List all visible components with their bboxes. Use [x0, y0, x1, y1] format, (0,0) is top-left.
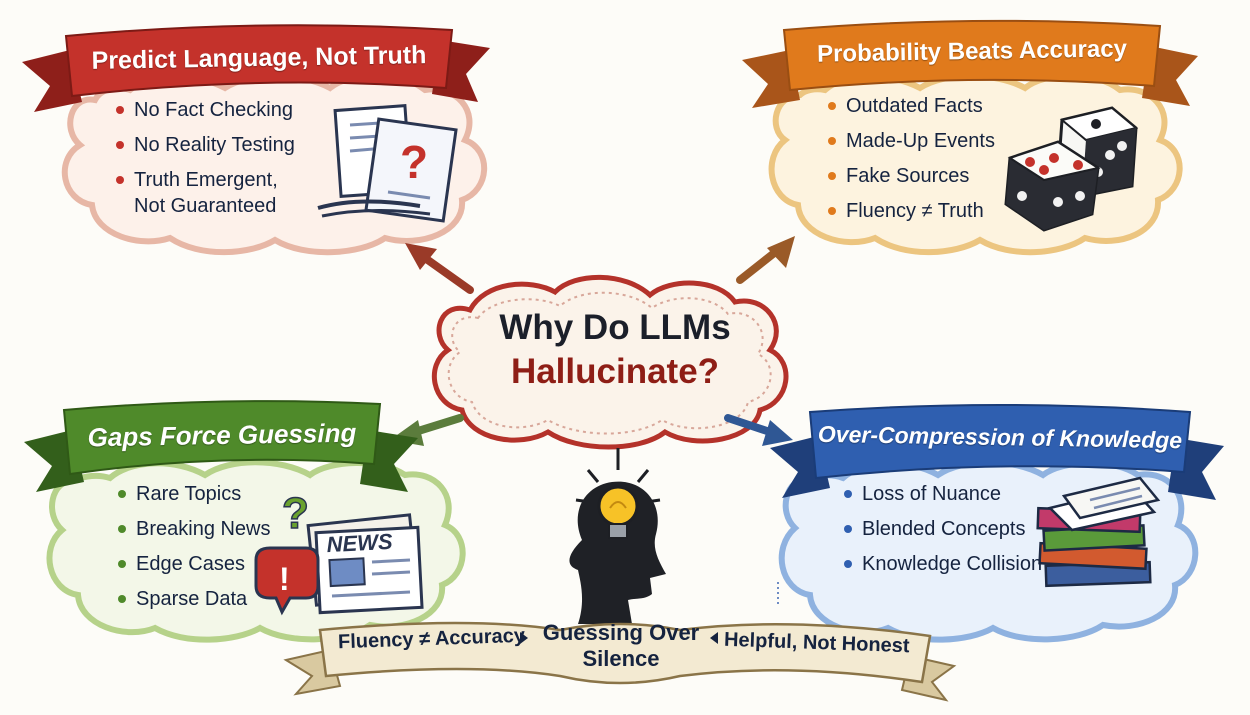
list-item: Breaking News	[116, 516, 296, 542]
banner-bottom-right	[770, 404, 1224, 500]
dice-icon	[1004, 106, 1139, 232]
list-top-right: Outdated Facts Made-Up Events Fake Sourc…	[826, 93, 1026, 233]
list-item: Truth Emergent, Not Guaranteed	[114, 167, 334, 219]
list-bottom-left: Rare Topics Breaking News Edge Cases Spa…	[116, 481, 296, 621]
head-lightbulb-icon	[569, 448, 666, 624]
list-bottom-right: Loss of Nuance Blended Concepts Knowledg…	[842, 481, 1052, 586]
ribbon-center-text: Guessing Over Silence	[542, 620, 700, 671]
svg-text:?: ?	[282, 489, 309, 538]
list-item: No Reality Testing	[114, 132, 334, 158]
center-title: Why Do LLMs Hallucinate?	[455, 306, 775, 394]
center-title-line1: Why Do LLMs	[499, 308, 731, 347]
list-item: Fake Sources	[826, 163, 1026, 189]
cloud-center	[431, 274, 789, 450]
arrow-to-bottom-right	[724, 414, 793, 446]
list-item: Knowledge Collision	[842, 551, 1052, 577]
list-item: Sparse Data	[116, 586, 296, 612]
book-stack-icon	[1036, 476, 1161, 588]
list-item: Rare Topics	[116, 481, 296, 507]
list-item: Made-Up Events	[826, 128, 1026, 154]
list-item: Outdated Facts	[826, 93, 1026, 119]
panel-title-bottom-left: Gaps Force Guessing	[87, 417, 357, 453]
bottom-ribbon	[283, 582, 957, 702]
banner-bottom-left	[24, 400, 418, 492]
list-top-left: No Fact Checking No Reality Testing Trut…	[114, 97, 334, 228]
svg-text:!: !	[279, 561, 290, 597]
list-item: Blended Concepts	[842, 516, 1052, 542]
list-item: Loss of Nuance	[842, 481, 1052, 507]
newspaper-icon: ? NEWS !	[254, 488, 424, 616]
list-item: No Fact Checking	[114, 97, 334, 123]
banner-top-left	[22, 24, 490, 112]
arrow-to-top-left	[405, 243, 474, 294]
svg-text:?: ?	[400, 136, 428, 188]
list-item: Fluency ≠ Truth	[826, 198, 1026, 224]
banner-top-right	[742, 19, 1198, 108]
arrow-to-top-right	[736, 236, 795, 284]
center-title-line2: Hallucinate?	[510, 352, 720, 391]
list-item: Edge Cases	[116, 551, 296, 577]
question-document-icon: ?	[317, 104, 458, 223]
newspaper-label: NEWS	[326, 529, 394, 557]
